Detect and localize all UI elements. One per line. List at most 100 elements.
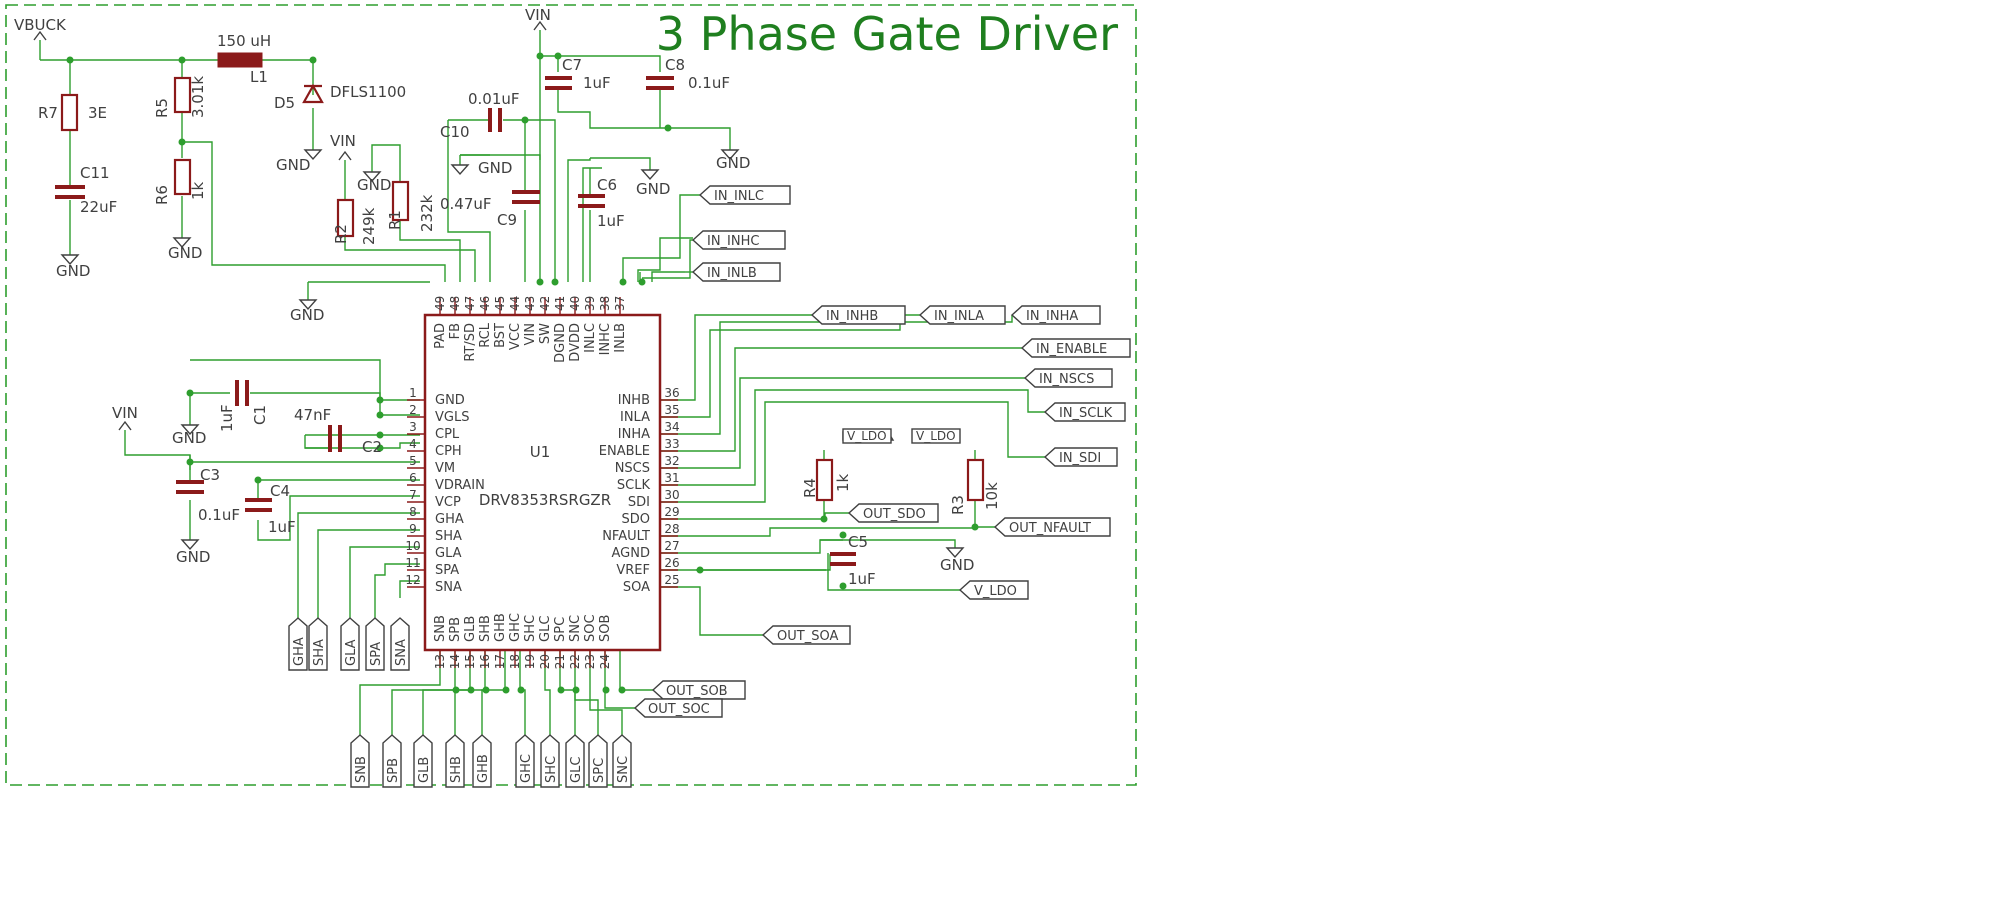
- pin-name: SNA: [435, 580, 462, 595]
- pin-number: 19: [523, 654, 537, 669]
- l1-value: 150 uH: [217, 32, 271, 50]
- gate-label-flag: [413, 734, 433, 788]
- pin-name: CPL: [435, 427, 460, 442]
- pin-name: VDRAIN: [435, 478, 485, 493]
- c5-ref: C5: [848, 533, 868, 551]
- net-v-ldo-r3: V_LDO: [916, 429, 956, 443]
- pin-number: 45: [493, 296, 507, 311]
- gnd-r6-label: GND: [168, 244, 202, 262]
- gate-label-text: SPB: [386, 758, 401, 783]
- pin-number: 25: [664, 573, 679, 587]
- c10-value: 0.01uF: [468, 90, 520, 108]
- pin-number: 33: [664, 437, 679, 451]
- gnd-d5-label: GND: [276, 156, 310, 174]
- r6-ref: R6: [153, 185, 171, 205]
- r1-ref: R1: [386, 210, 404, 230]
- net-labels: IN_INLC IN_INHC IN_INLB IN_INHB IN_INLA …: [633, 185, 1131, 718]
- pin-number: 39: [583, 296, 597, 311]
- c8-ref: C8: [665, 56, 685, 74]
- pin-name: GHA: [435, 512, 464, 527]
- pin-number: 1: [409, 386, 417, 400]
- net-in-inhc: IN_INHC: [707, 234, 759, 249]
- r3-ref: R3: [949, 495, 967, 515]
- gate-label-flag: [365, 617, 385, 671]
- gate-label-text: GHA: [292, 637, 307, 666]
- gate-label-text: GLC: [569, 757, 584, 783]
- pin-number: 8: [409, 505, 417, 519]
- c1-value: 1uF: [218, 404, 236, 432]
- gate-label-text: SPA: [369, 642, 384, 666]
- gate-label-text: SNC: [616, 756, 631, 783]
- pin-number: 40: [568, 296, 582, 311]
- pin-number: 30: [664, 488, 679, 502]
- c2-value: 47nF: [294, 406, 331, 424]
- c10-ref-text: C10: [440, 123, 470, 141]
- pin-name: ENABLE: [599, 444, 650, 459]
- c5-value: 1uF: [848, 570, 876, 588]
- net-out-sob: OUT_SOB: [666, 684, 728, 699]
- pin-number: 43: [523, 296, 537, 311]
- gate-label-text: GHC: [519, 754, 534, 783]
- c11-ref: C11: [80, 164, 110, 182]
- wires: [39, 30, 1045, 735]
- c4-value: 1uF: [268, 518, 296, 536]
- r6-value: 1k: [189, 181, 207, 200]
- pin-name: PAD: [433, 323, 448, 349]
- pin-name: SOC: [583, 614, 598, 642]
- pin-name: SOA: [623, 580, 650, 595]
- pin-number: 26: [664, 556, 679, 570]
- d5-value: DFLS1100: [330, 83, 406, 101]
- net-in-inla: IN_INLA: [934, 309, 984, 324]
- gate-label-text: SHA: [312, 639, 327, 666]
- c3-ref-text: C3: [200, 466, 220, 484]
- pin-name: SPB: [448, 617, 463, 642]
- pin-number: 6: [409, 471, 417, 485]
- pin-number: 27: [664, 539, 679, 553]
- gate-label-text: SNA: [394, 639, 409, 666]
- c11-value: 22uF: [80, 198, 117, 216]
- pin-number: 15: [463, 654, 477, 669]
- gate-label-flag: [540, 734, 560, 788]
- c7-ref: C7: [562, 56, 582, 74]
- pin-number: 41: [553, 296, 567, 311]
- pin-number: 47: [463, 296, 477, 311]
- gnd-c11-label: GND: [56, 262, 90, 280]
- resistor-r7: [60, 93, 79, 132]
- pin-name: FB: [448, 323, 463, 339]
- pin-name: DVDD: [568, 323, 583, 362]
- power-symbols: VBUCK VIN VIN VIN GND GND GND GND GND GN…: [14, 6, 974, 574]
- gnd-agnd-label: GND: [940, 556, 974, 574]
- pin-name: VGLS: [435, 410, 469, 425]
- pin-number: 44: [508, 296, 522, 311]
- pin-name: SCLK: [617, 478, 651, 493]
- pin-name: GHC: [508, 613, 523, 642]
- c7-value: 1uF: [583, 74, 611, 92]
- pin-name: RCL: [478, 322, 493, 347]
- gate-label-flag: [288, 617, 308, 671]
- ic-body: [423, 313, 662, 652]
- pin-number: 48: [448, 296, 462, 311]
- pin-name: CPH: [435, 444, 462, 459]
- junctions: [66, 52, 979, 694]
- pin-name: SHA: [435, 529, 462, 544]
- pin-number: 3: [409, 420, 417, 434]
- vbuck-label: VBUCK: [14, 16, 67, 34]
- pin-number: 35: [664, 403, 679, 417]
- pin-number: 20: [538, 654, 552, 669]
- pin-number: 4: [409, 437, 417, 451]
- pin-number: 22: [568, 654, 582, 669]
- vin-r2-label: VIN: [330, 132, 356, 150]
- pin-number: 21: [553, 654, 567, 669]
- c6-value: 1uF: [597, 212, 625, 230]
- pin-name: DGND: [553, 323, 568, 363]
- pin-name: SW: [538, 323, 553, 344]
- d5-ref: D5: [274, 94, 295, 112]
- pin-name: INHB: [618, 393, 650, 408]
- pin-name: SPA: [435, 563, 459, 578]
- net-in-sclk: IN_SCLK: [1059, 406, 1113, 421]
- pin-number: 24: [598, 654, 612, 669]
- r2-ref: R2: [332, 224, 350, 244]
- r5-ref: R5: [153, 98, 171, 118]
- pin-number: 7: [409, 488, 417, 502]
